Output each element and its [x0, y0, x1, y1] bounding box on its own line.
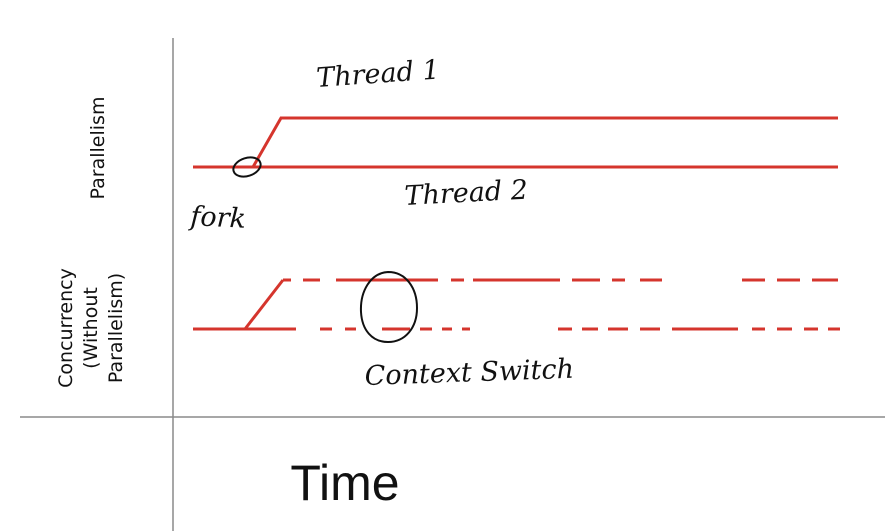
thread-1-line: [251, 116, 838, 168]
context-switch-marker: [359, 271, 418, 343]
row-label-concurrency: Concurrency (Without Parallelism): [55, 268, 127, 388]
row-label-parallelism: Parallelism: [87, 97, 109, 200]
annotation-thread-1: Thread 1: [315, 54, 440, 94]
concurrent-threads: [193, 278, 840, 331]
row-label-concurrency-line-1: Concurrency: [55, 268, 77, 388]
fork-marker: [232, 156, 262, 178]
x-axis-label-time: Time: [290, 455, 399, 511]
annotation-thread-2: Thread 2: [404, 175, 529, 212]
concurrent-fork-segment: [243, 279, 285, 330]
annotation-fork: fork: [188, 201, 247, 235]
parallel-threads: [193, 116, 838, 169]
row-label-concurrency-line-2: (Without: [80, 287, 102, 369]
row-label-concurrency-line-3: Parallelism): [105, 273, 127, 383]
annotation-context-switch: Context Switch: [364, 354, 574, 392]
